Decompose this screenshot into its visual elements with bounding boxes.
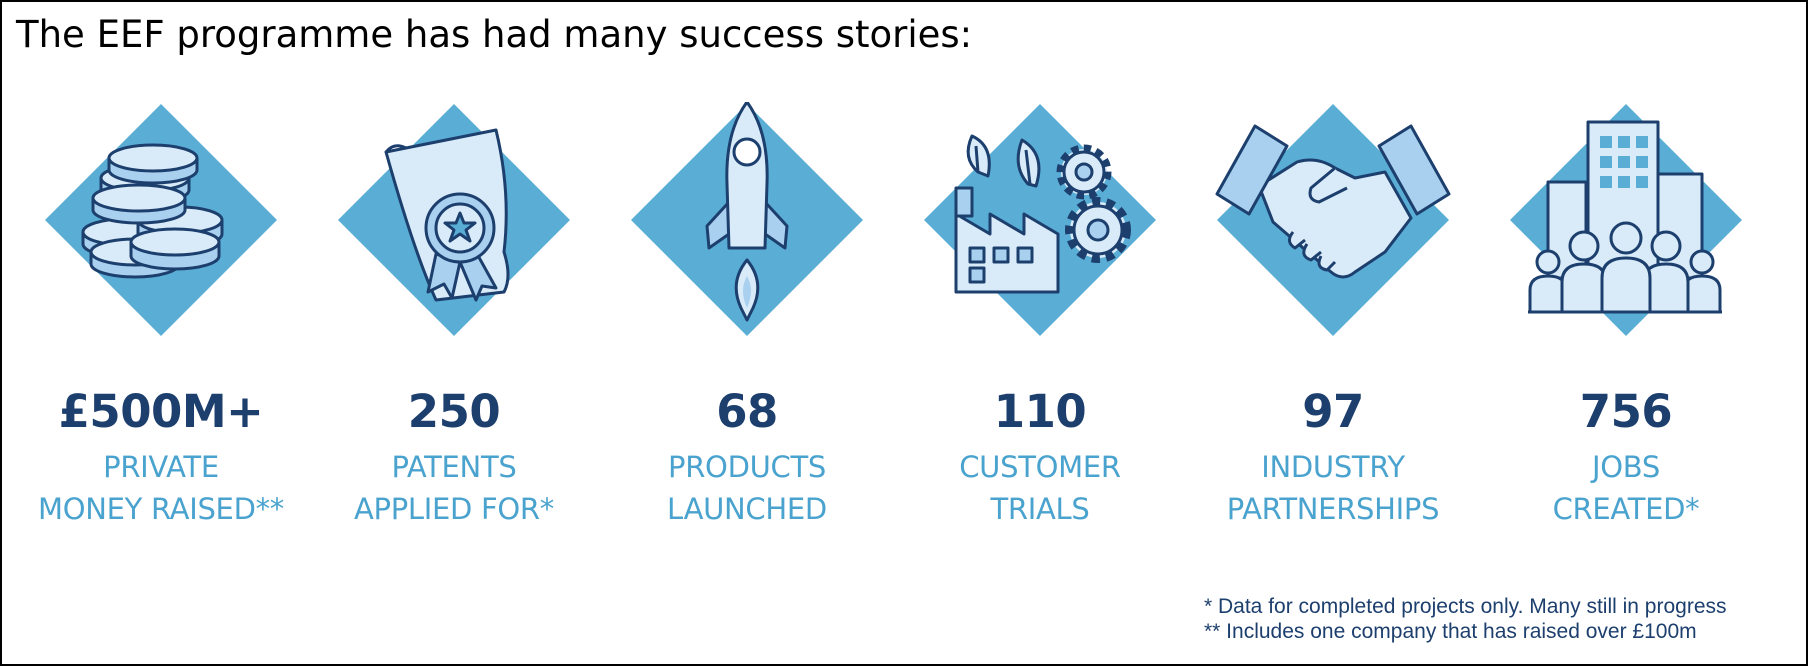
stat-label-line2: TRIALS [990,492,1090,526]
stat-label-line2: MONEY RAISED** [37,492,285,526]
factory-icon [922,102,1158,338]
stat-label-line1: JOBS [1592,450,1660,484]
stat-value: 110 [993,385,1087,438]
footnotes: * Data for completed projects only. Many… [1204,594,1804,644]
coins-icon [43,102,279,338]
stat-jobs-created: 756 JOBS CREATED* [1479,102,1773,542]
rocket-icon [629,102,865,338]
stat-customer-trials: 110 CUSTOMER TRIALS [893,102,1187,542]
handshake-icon [1215,102,1451,338]
stat-label-line1: PRIVATE [103,450,219,484]
stat-label-line1: CUSTOMER [959,450,1121,484]
stat-private-money: £500M+ PRIVATE MONEY RAISED** [14,102,308,542]
stat-label-line1: PATENTS [391,450,517,484]
stat-value: 68 [716,385,778,438]
stat-label-line1: PRODUCTS [668,450,826,484]
stat-value: 97 [1302,385,1364,438]
slide-title: The EEF programme has had many success s… [16,13,973,56]
stat-patents: 250 PATENTS APPLIED FOR* [307,102,601,542]
stat-label-line2: PARTNERSHIPS [1226,492,1440,526]
certificate-icon [336,102,572,338]
stat-value: £500M+ [58,385,264,438]
footnote-company-raised: ** Includes one company that has raised … [1204,620,1697,643]
stat-value: 250 [407,385,501,438]
footnote-completed-projects: * Data for completed projects only. Many… [1204,595,1727,618]
stat-label-line2: APPLIED FOR* [354,492,554,526]
stat-products: 68 PRODUCTS LAUNCHED [600,102,894,542]
stat-industry-partnerships: 97 INDUSTRY PARTNERSHIPS [1186,102,1480,542]
stat-label-line1: INDUSTRY [1261,450,1405,484]
stat-label-line2: LAUNCHED [667,492,827,526]
stat-label-line2: CREATED* [1552,492,1700,526]
stat-value: 756 [1579,385,1673,438]
people-buildings-icon [1508,102,1744,338]
